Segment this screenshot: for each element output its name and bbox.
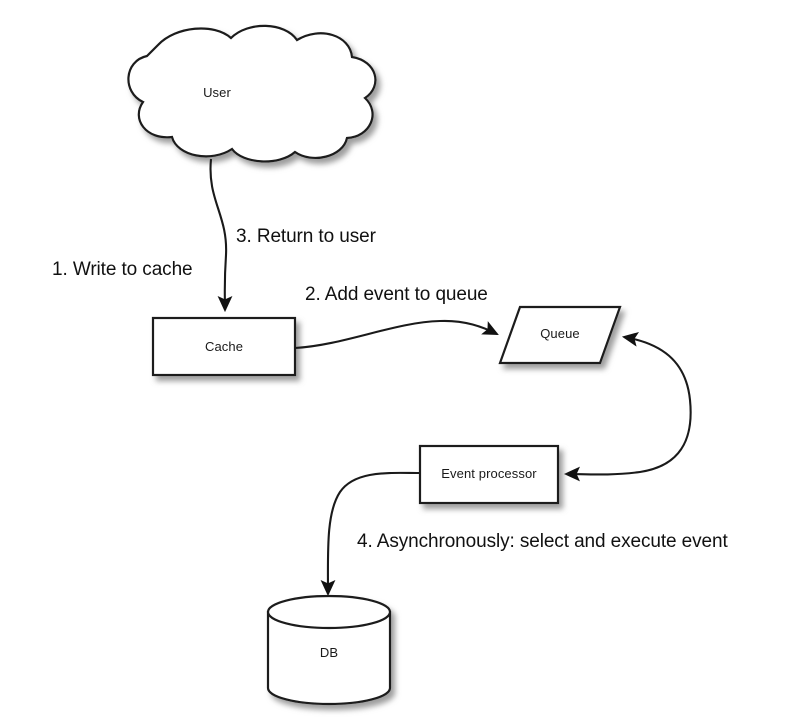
event-processor-box-shape — [418, 444, 560, 505]
connector-cache-to-queue — [294, 319, 499, 350]
edge-label-step-1-write-to-cache: 1. Write to cache — [52, 259, 193, 280]
node-queue[interactable] — [498, 305, 622, 365]
connector-cache-to-queue-line — [294, 319, 499, 350]
connector-queue-to-event-processor — [563, 331, 692, 482]
connector-user-to-cache-line — [209, 158, 233, 313]
connector-user-to-cache — [209, 158, 233, 313]
edge-label-step-4-asynchronously-select-and-execute-event: 4. Asynchronously: select and execute ev… — [357, 531, 728, 552]
db-cylinder-top-ellipse — [266, 594, 392, 630]
node-user[interactable] — [127, 24, 377, 163]
edge-label-step-3-return-to-user: 3. Return to user — [236, 226, 376, 247]
connector-event-processor-to-db-line — [320, 471, 420, 597]
connector-event-processor-to-db — [320, 471, 420, 597]
cache-box-shape — [151, 316, 297, 377]
db-cylinder-body-shape — [266, 610, 392, 706]
queue-parallelogram-shape — [498, 305, 622, 365]
node-db[interactable] — [266, 594, 392, 706]
node-event-processor[interactable] — [418, 444, 560, 505]
node-cache[interactable] — [151, 316, 297, 377]
connector-queue-to-event-processor-line — [563, 331, 692, 482]
cloud-shape — [127, 24, 377, 163]
edge-label-step-2-add-event-to-queue: 2. Add event to queue — [305, 284, 488, 305]
